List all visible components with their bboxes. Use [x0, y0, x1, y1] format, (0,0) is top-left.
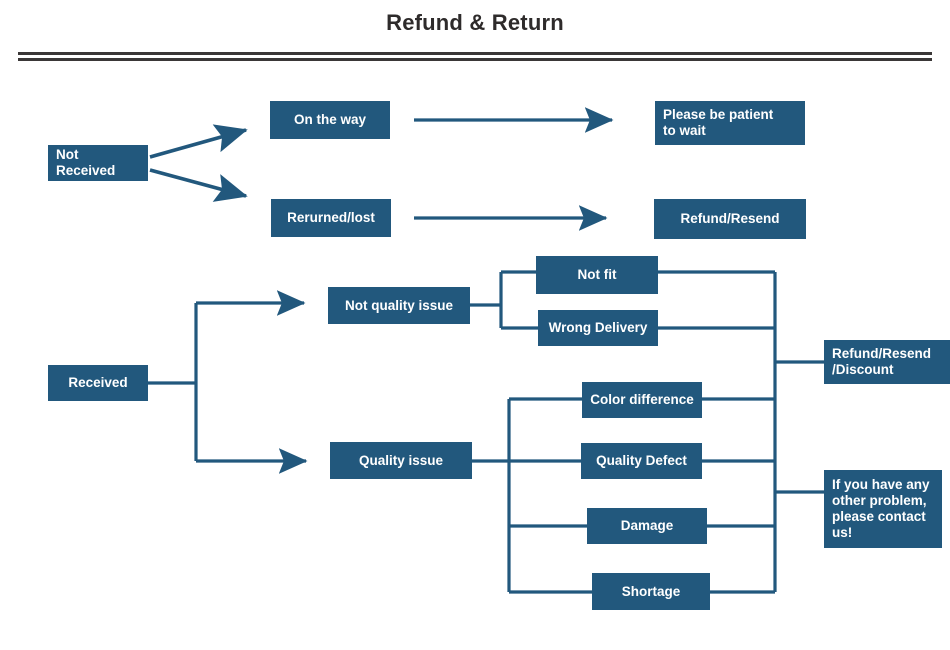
page-title: Refund & Return [386, 10, 564, 35]
edge-not-received-to-returned-lost [149, 168, 248, 202]
node-label: Shortage [621, 583, 681, 599]
node-label: Refund/Resend [680, 211, 780, 227]
node-label: Damage [620, 518, 674, 534]
node-refund_disc[interactable]: Refund/Resend /Discount [824, 340, 950, 384]
node-quality_defect[interactable]: Quality Defect [581, 443, 702, 479]
node-label: Not quality issue [344, 297, 454, 313]
node-on_the_way[interactable]: On the way [270, 101, 390, 139]
node-label: Not fit [577, 267, 617, 283]
node-damage[interactable]: Damage [587, 508, 707, 544]
node-contact_us[interactable]: If you have any other problem, please co… [824, 470, 942, 548]
node-label: Please be patient to wait [663, 107, 774, 138]
node-refund_resend[interactable]: Refund/Resend [654, 199, 806, 239]
node-label: Wrong Delivery [548, 320, 648, 336]
node-be_patient[interactable]: Please be patient to wait [655, 101, 805, 145]
edge-not-received-to-on-the-way [149, 124, 248, 159]
node-not_quality[interactable]: Not quality issue [328, 287, 470, 324]
node-label: Refund/Resend /Discount [832, 346, 932, 377]
node-label: On the way [293, 112, 366, 128]
node-label: Color difference [590, 392, 694, 408]
node-quality[interactable]: Quality issue [330, 442, 472, 479]
node-color_diff[interactable]: Color difference [582, 382, 702, 418]
node-returned_lost[interactable]: Rerurned/lost [271, 199, 391, 237]
node-label: Not Received [56, 147, 116, 178]
node-label: Quality issue [358, 452, 444, 468]
node-label: Rerurned/lost [287, 210, 375, 226]
node-shortage[interactable]: Shortage [592, 573, 710, 610]
header-divider-bottom [18, 58, 932, 61]
node-received[interactable]: Received [48, 365, 148, 401]
node-not_received[interactable]: Not Received [48, 145, 148, 181]
header-divider-top [18, 52, 932, 55]
node-not_fit[interactable]: Not fit [536, 256, 658, 294]
node-label: Quality Defect [596, 453, 687, 469]
node-wrong_delivery[interactable]: Wrong Delivery [538, 310, 658, 346]
node-label: If you have any other problem, please co… [832, 477, 930, 540]
node-label: Received [68, 375, 128, 391]
